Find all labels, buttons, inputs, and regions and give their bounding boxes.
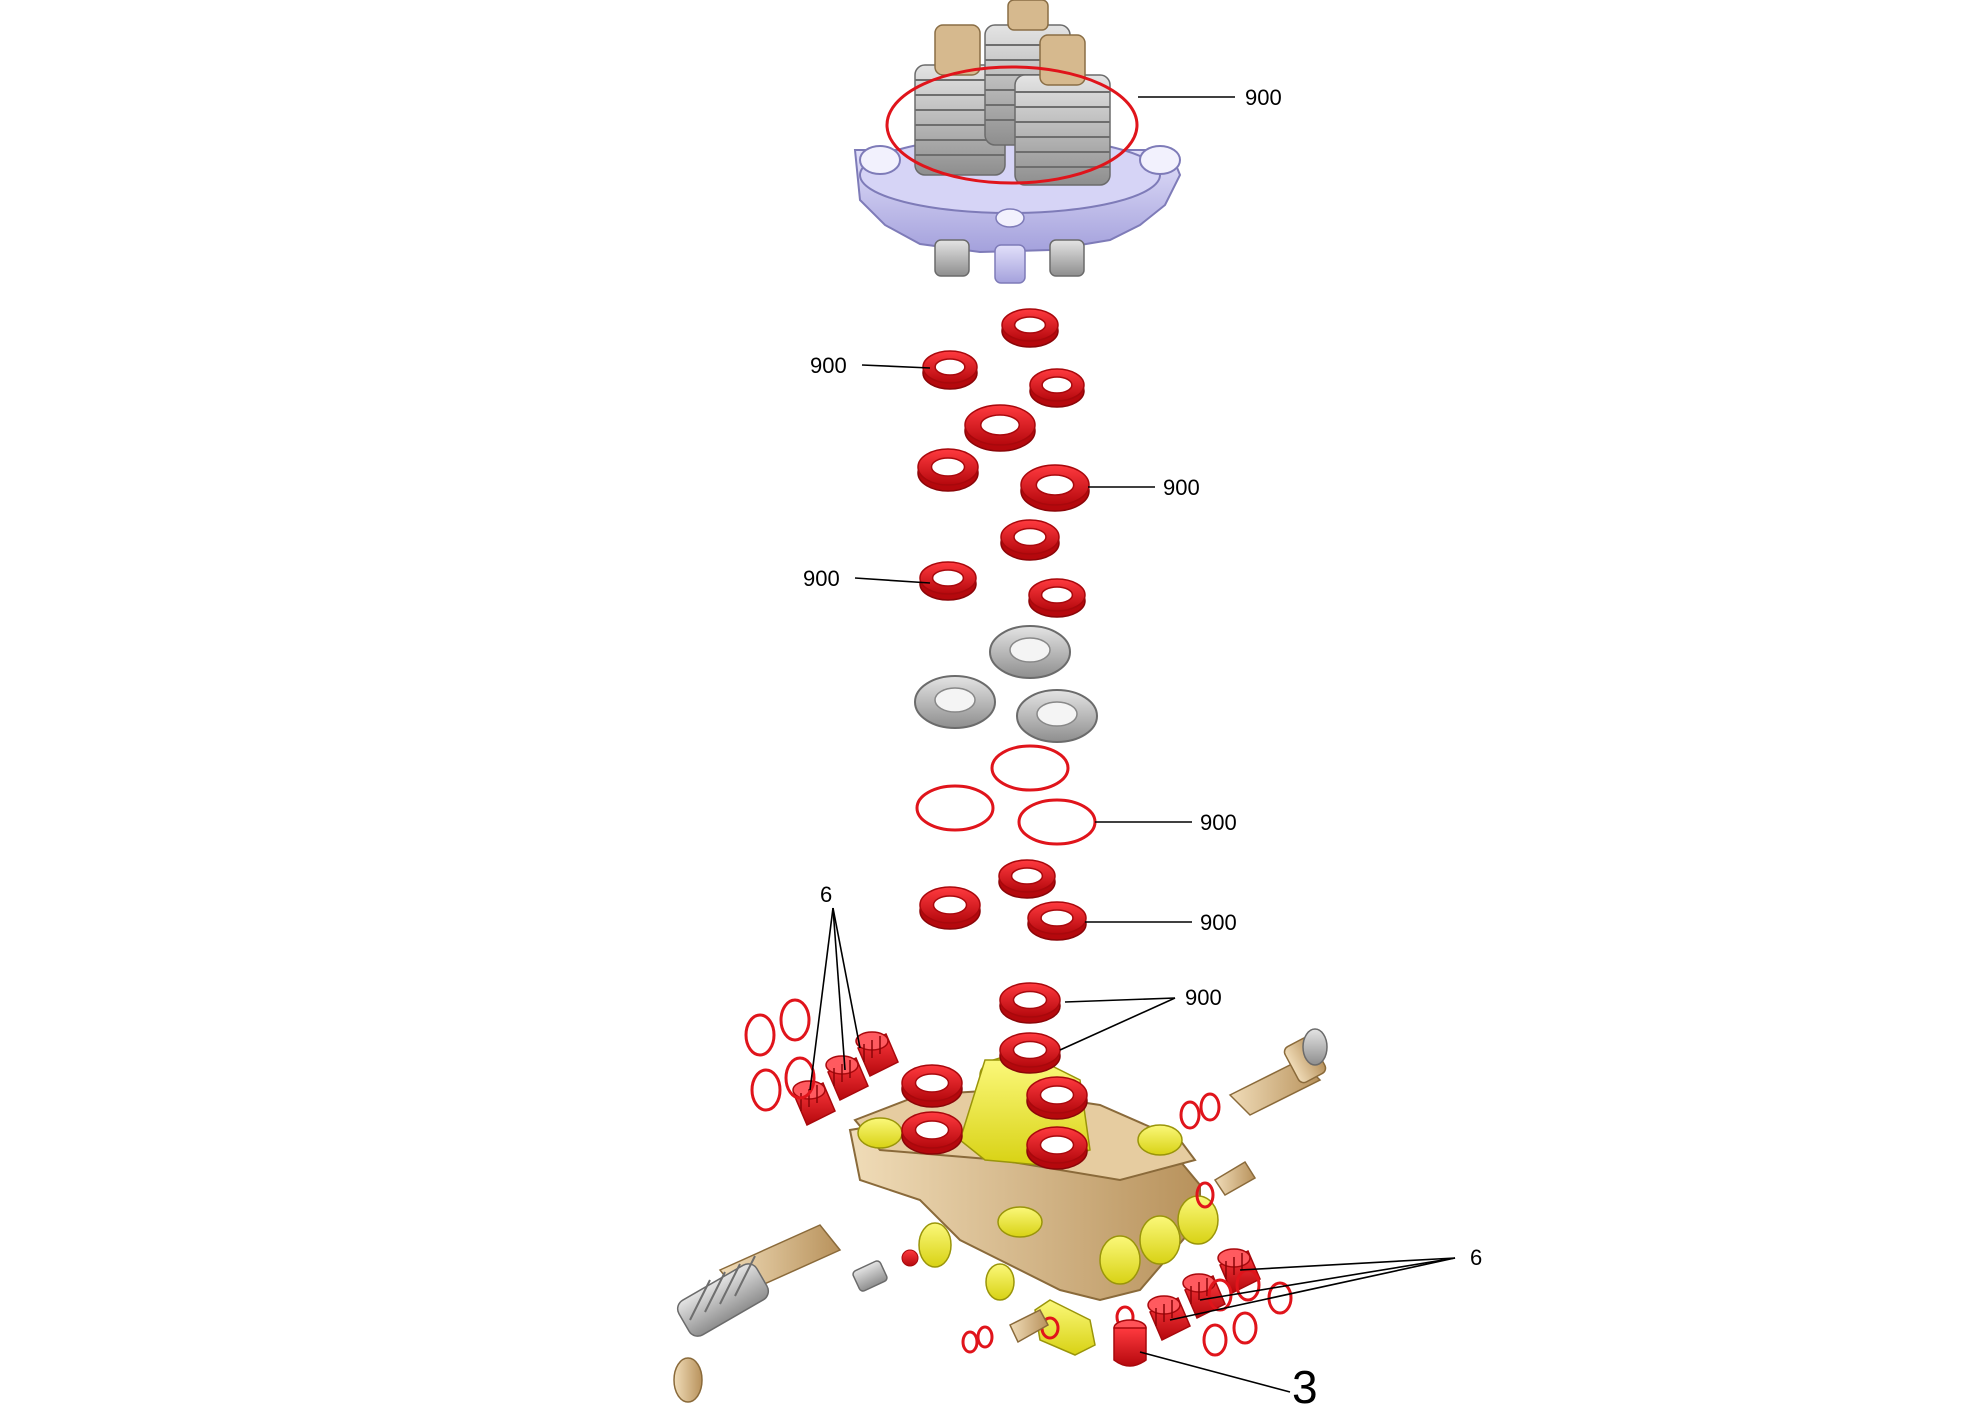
- check-valve-part: [852, 1249, 919, 1292]
- callout-900-left-lower: 900: [803, 566, 840, 591]
- callout-900-left-upper: 900: [810, 353, 847, 378]
- pump-head-assembly: [853, 0, 1182, 284]
- callout-3-bottom-valve: 3: [1292, 1361, 1318, 1406]
- manifold-seal-5: [901, 1111, 963, 1155]
- left-valve-2: [825, 1055, 869, 1102]
- seal-6: [1020, 464, 1090, 512]
- manifold-seal-4: [1026, 1076, 1088, 1120]
- manifold-barrels: [1099, 1195, 1219, 1285]
- left-valve-3: [792, 1080, 836, 1127]
- seal-5: [917, 448, 979, 492]
- seal-11: [919, 886, 981, 930]
- thin-o-rings: [915, 744, 1097, 846]
- callout-900-right-upper: 900: [1163, 475, 1200, 500]
- right-valve-1: [1217, 1248, 1261, 1295]
- manifold-seals: [901, 982, 1088, 1170]
- support-ring-2: [914, 675, 996, 729]
- seal-7: [1000, 519, 1060, 561]
- manifold-seal-3: [901, 1064, 963, 1108]
- seal-2: [922, 350, 978, 390]
- head-o-ring: [885, 65, 1139, 185]
- spring-left: [914, 24, 1006, 176]
- support-ring-1: [989, 625, 1071, 679]
- callout-6-right-valves: 6: [1470, 1245, 1482, 1270]
- leader-lines: [809, 96, 1456, 1393]
- callout-900-thin-oring: 900: [1200, 810, 1237, 835]
- callout-6-left-valves: 6: [820, 882, 832, 907]
- manifold-seal-1: [999, 982, 1061, 1024]
- plug-fitting: [1213, 1160, 1257, 1196]
- seal-8: [919, 561, 977, 601]
- quick-connect-fitting: [1228, 1028, 1328, 1116]
- seal-stack: [917, 308, 1090, 941]
- seal-1: [1001, 308, 1059, 348]
- left-valve-orings: [744, 998, 816, 1112]
- left-valve-1: [855, 1031, 899, 1078]
- right-valves: [1147, 1248, 1261, 1342]
- support-ring-3: [1016, 689, 1098, 743]
- seal-10: [998, 859, 1056, 899]
- seal-9: [1028, 578, 1086, 618]
- unloader-spring-assembly: [673, 1224, 842, 1403]
- left-valves: [792, 1031, 899, 1127]
- spring-right: [1014, 34, 1111, 186]
- callout-labels: 900 900 900 900 900 900 900 6 6 3: [803, 85, 1482, 1411]
- callout-900-lower-seal: 900: [1200, 910, 1237, 935]
- manifold-seal-6: [1026, 1126, 1088, 1170]
- seal-4: [964, 404, 1036, 452]
- support-rings: [914, 625, 1098, 743]
- seal-12: [1027, 901, 1087, 941]
- right-valve-3: [1147, 1295, 1191, 1342]
- bottom-valve: [1113, 1319, 1147, 1367]
- seal-3: [1029, 368, 1085, 408]
- manifold-seal-2: [999, 1032, 1061, 1074]
- callout-900-manifold-seals: 900: [1185, 985, 1222, 1010]
- callout-900-head-oring: 900: [1245, 85, 1282, 110]
- side-check-fitting: [961, 1309, 1050, 1354]
